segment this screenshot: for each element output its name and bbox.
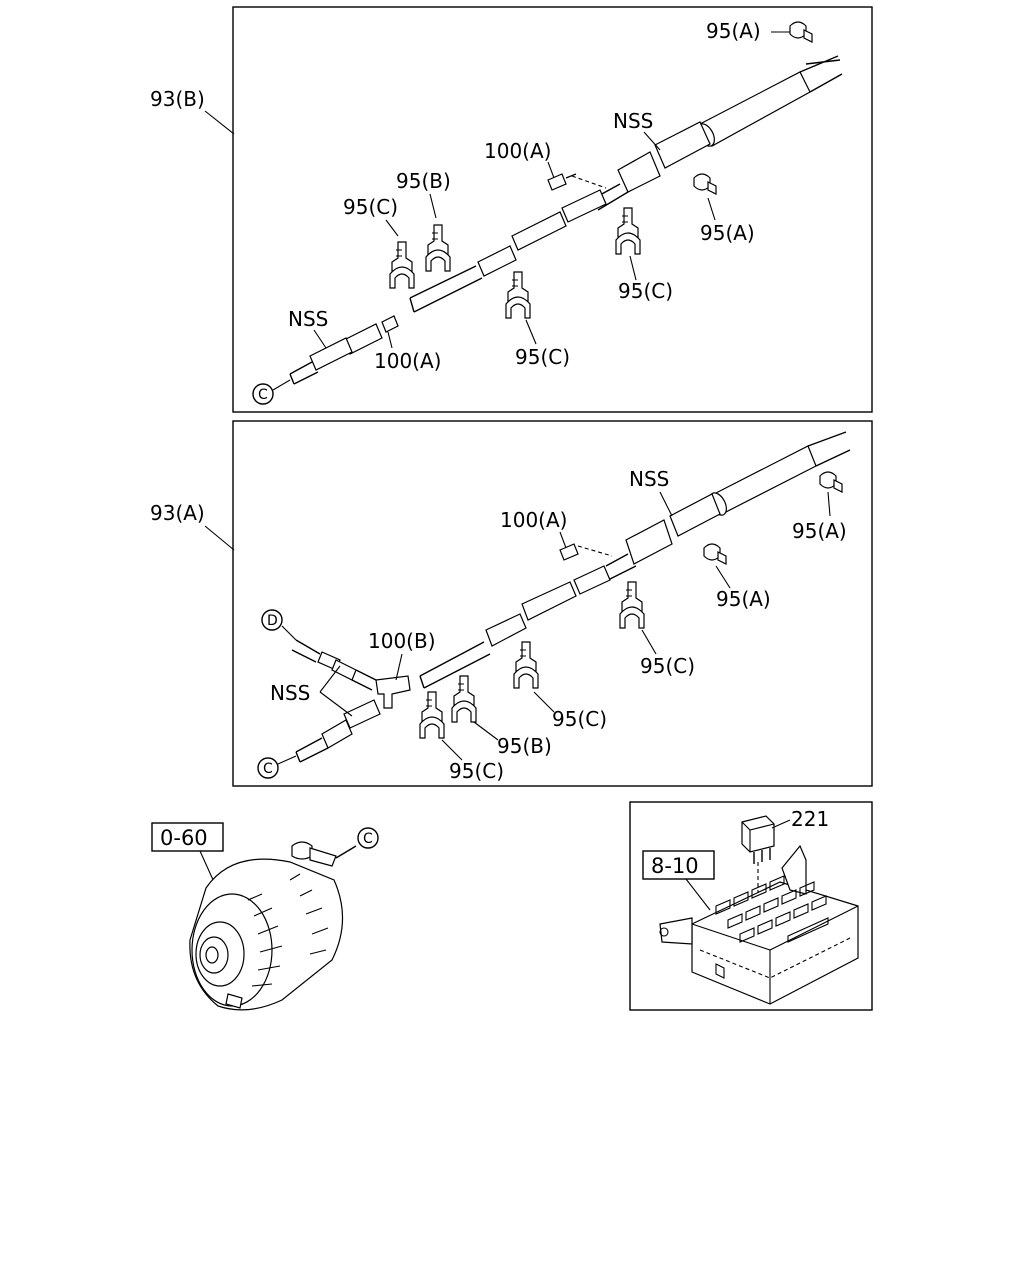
label-95c-right: 95(C) [618, 279, 673, 303]
leader-100a-a [559, 531, 567, 549]
label-100a-upper: 100(A) [484, 139, 551, 163]
leader-nss-left-a [319, 665, 353, 717]
connector-c-label: C [363, 831, 373, 847]
leader-nss-right-a [659, 491, 673, 517]
label-100b: 100(B) [368, 629, 436, 653]
label-95a-mid: 95(A) [716, 587, 771, 611]
connector-c-label: C [258, 387, 268, 403]
label-nss-left: NSS [270, 681, 310, 705]
fuse-box-illustration [659, 844, 859, 1005]
clip-95c-right [615, 207, 641, 255]
leader-95c-mid-a [533, 691, 555, 713]
leader-connector-d [281, 625, 297, 641]
relay-box-panel: 8-10 221 [629, 801, 873, 1011]
connector-d-label: D [267, 613, 278, 629]
panel-93b-frame [232, 6, 873, 413]
label-95b: 95(B) [396, 169, 451, 193]
label-95c-left: 95(C) [343, 195, 398, 219]
label-95c-right: 95(C) [640, 654, 695, 678]
leader-8-10 [685, 878, 711, 911]
label-95a-top: 95(A) [706, 19, 761, 43]
bolt-100a-lower [381, 315, 399, 333]
clip-95a-right [819, 471, 843, 493]
leader-95b [429, 193, 437, 219]
alternator-assembly: 0-60 C [151, 822, 379, 1011]
relay-221 [741, 815, 775, 920]
leader-connector-c-a [277, 755, 297, 765]
ref-93a-leader [204, 525, 235, 551]
ref-93b-label: 93(B) [150, 87, 205, 111]
clip-95b [451, 675, 477, 723]
leader-nss-left [313, 329, 327, 349]
bolt-100a [559, 543, 579, 561]
connector-c-symbol [257, 757, 279, 779]
ref-box-0-60-label: 0-60 [160, 826, 208, 850]
clip-95a-mid [703, 543, 727, 565]
leader-221 [771, 819, 791, 829]
ref-93b-leader [204, 110, 235, 135]
ref-93a-label: 93(A) [150, 501, 205, 525]
leader-95c-right [629, 255, 637, 281]
panel-93b: 93(B) [150, 6, 873, 413]
label-nss-left: NSS [288, 307, 328, 331]
ref-box-8-10-label: 8-10 [651, 854, 699, 878]
label-100a: 100(A) [500, 508, 567, 532]
label-95b: 95(B) [497, 734, 552, 758]
leader-95c-left [385, 219, 399, 237]
clip-95c-left [389, 241, 415, 289]
leader-0-60 [199, 850, 215, 883]
connector-c-symbol [357, 827, 379, 849]
label-95a-right: 95(A) [700, 221, 755, 245]
label-95a-right: 95(A) [792, 519, 847, 543]
alternator-illustration [189, 841, 357, 1011]
leader-95b-a [473, 721, 499, 741]
connector-d-symbol [261, 609, 283, 631]
bolt-100a-upper [547, 173, 577, 191]
label-nss-right: NSS [613, 109, 653, 133]
clip-95c-mid [505, 271, 531, 319]
harness-93a [291, 431, 851, 763]
label-95c-mid: 95(C) [515, 345, 570, 369]
connector-c-symbol [252, 383, 274, 405]
leader-95c-mid [525, 319, 537, 345]
clip-95c-right [619, 581, 645, 629]
harness-93b [289, 55, 843, 385]
leader-100a-upper [547, 161, 555, 179]
leader-95c-right-a [641, 629, 657, 655]
clip-95c-mid [513, 641, 539, 689]
panel-93a-frame [232, 420, 873, 787]
label-100a-lower: 100(A) [374, 349, 441, 373]
label-95c-bottom: 95(C) [449, 759, 504, 783]
ref-box-0-60 [151, 822, 224, 852]
label-221: 221 [791, 807, 829, 831]
leader-connector-c [272, 379, 291, 391]
label-nss-right: NSS [629, 467, 669, 491]
leader-95a-mid-a [715, 565, 731, 589]
leader-95c-bottom-a [441, 739, 463, 761]
clip-95b [425, 224, 451, 272]
leader-95a-right [707, 197, 716, 221]
clip-95a-top [789, 21, 813, 43]
connector-c-label: C [263, 761, 273, 777]
leader-100b [395, 653, 403, 681]
panel-93a: 93(A) [150, 420, 873, 787]
relay-box-frame [629, 801, 873, 1011]
leader-95a-right-a [827, 491, 831, 517]
ref-box-8-10 [642, 850, 715, 880]
leader-100a-lower [387, 331, 393, 349]
leader-nss-right [643, 131, 661, 151]
clip-95c-bottom [419, 691, 445, 739]
label-95c-mid: 95(C) [552, 707, 607, 731]
clip-95a-right [693, 173, 717, 195]
